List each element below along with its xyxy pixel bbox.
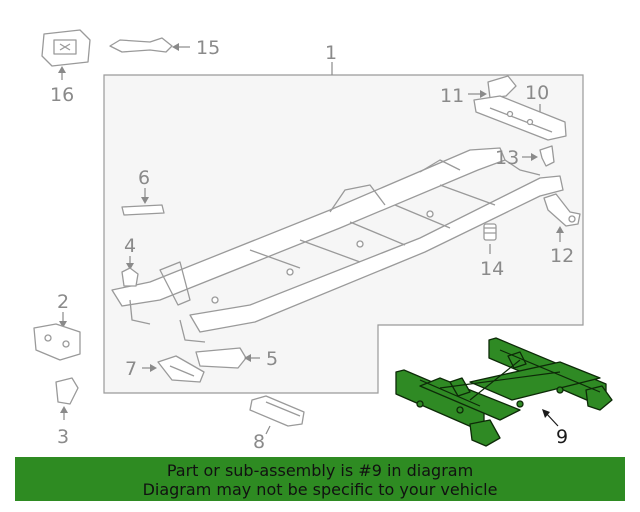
part-15-clip[interactable] (109, 37, 173, 53)
callout-7: 7 (125, 358, 137, 380)
arrow-13 (531, 153, 538, 161)
part-9-frame-section[interactable] (395, 337, 613, 447)
callout-15: 15 (196, 37, 220, 59)
callout-13: 13 (495, 147, 519, 169)
callout-1: 1 (325, 42, 337, 64)
arrow-5 (244, 354, 251, 362)
callout-3: 3 (57, 426, 69, 448)
arrow-11 (480, 90, 487, 98)
arrow-2 (59, 321, 67, 328)
arrow-12 (556, 226, 564, 233)
part-8-bar[interactable] (249, 395, 305, 427)
callout-10: 10 (525, 82, 549, 104)
arrow-3 (60, 406, 68, 413)
callout-2: 2 (57, 291, 69, 313)
leader-8 (265, 425, 271, 435)
part-5-bracket[interactable] (195, 347, 247, 369)
part-3-bracket[interactable] (55, 377, 79, 405)
callout-6: 6 (138, 167, 150, 189)
info-banner: Part or sub-assembly is #9 in diagram Di… (15, 457, 625, 501)
callout-12: 12 (550, 245, 574, 267)
part-14-bushing[interactable] (483, 223, 497, 241)
arrow-15 (172, 43, 179, 51)
callout-5: 5 (266, 348, 278, 370)
banner-line-1: Part or sub-assembly is #9 in diagram (166, 461, 474, 480)
callout-8: 8 (253, 431, 265, 453)
callout-16: 16 (50, 84, 74, 106)
part-2-mount[interactable] (33, 323, 81, 361)
part-6-bar[interactable] (121, 204, 165, 216)
part-16-bracket[interactable] (41, 29, 91, 67)
part-11-plate[interactable] (487, 75, 517, 99)
callout-11: 11 (440, 85, 464, 107)
callout-9: 9 (556, 426, 568, 448)
callout-4: 4 (124, 235, 136, 257)
callout-14: 14 (480, 258, 504, 280)
arrow-9 (542, 409, 550, 418)
arrow-7 (150, 364, 157, 372)
part-4-clip[interactable] (121, 267, 139, 287)
arrow-4 (126, 263, 134, 270)
part-7-plate[interactable] (157, 355, 205, 383)
part-12-mount[interactable] (543, 193, 581, 227)
part-10-crossmember[interactable] (473, 95, 567, 141)
part-13-bracket[interactable] (539, 145, 555, 167)
arrow-6 (141, 197, 149, 204)
banner-line-2: Diagram may not be specific to your vehi… (142, 480, 498, 499)
frame-assembly[interactable] (111, 147, 564, 343)
arrow-16 (58, 66, 66, 73)
